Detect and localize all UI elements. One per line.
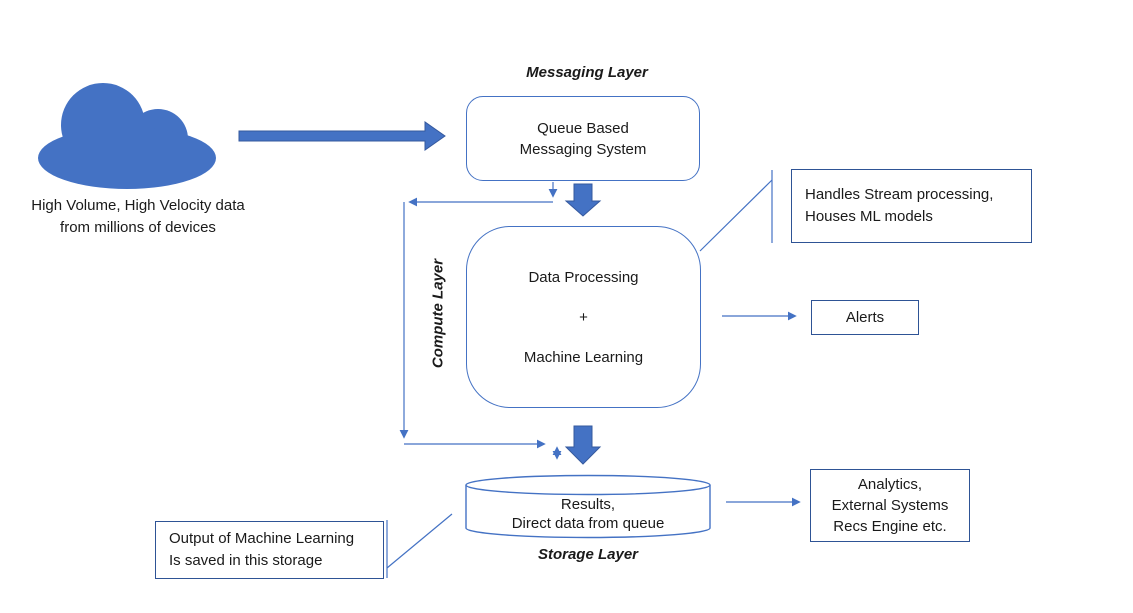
compute-note-leader-lines xyxy=(699,170,773,252)
storage-note-box: Output of Machine Learning Is saved in t… xyxy=(155,521,384,579)
compute-note-line2: Houses ML models xyxy=(805,208,933,225)
storage-note-line2: Is saved in this storage xyxy=(169,552,323,569)
analytics-line1: Analytics, xyxy=(857,476,923,493)
cloud-icon xyxy=(38,83,216,189)
compute-box-line2: Machine Learning xyxy=(523,348,644,366)
flow-arrow-down-messaging-icon xyxy=(564,183,602,217)
storage-line1: Results, xyxy=(560,496,616,513)
compute-layer-label: Compute Layer xyxy=(429,258,447,369)
storage-note-line1: Output of Machine Learning xyxy=(169,530,355,547)
source-caption: High Volume, High Velocity data from mil… xyxy=(18,195,258,239)
storage-note-leader-lines xyxy=(386,513,453,578)
compute-box-plus: + xyxy=(579,308,588,326)
alerts-box: Alerts xyxy=(811,300,919,335)
flow-arrow-right-icon xyxy=(238,121,446,151)
compute-note-line1: Handles Stream processing, xyxy=(805,186,994,203)
storage-layer-label: Storage Layer xyxy=(537,546,639,563)
queue-box-line1: Queue Based xyxy=(537,119,629,137)
queue-box-line2: Messaging System xyxy=(519,140,647,158)
compute-note-box: Handles Stream processing, Houses ML mod… xyxy=(791,169,1032,243)
source-caption-line1: High Volume, High Velocity data xyxy=(31,197,245,214)
analytics-box: Analytics, External Systems Recs Engine … xyxy=(810,469,970,542)
analytics-line3: Recs Engine etc. xyxy=(833,518,947,535)
alerts-label: Alerts xyxy=(845,309,885,326)
analytics-line2: External Systems xyxy=(831,497,949,514)
source-caption-line2: from millions of devices xyxy=(60,219,216,236)
queue-box: Queue Based Messaging System xyxy=(466,96,700,181)
messaging-layer-label: Messaging Layer xyxy=(526,64,648,81)
flow-arrow-down-compute-icon xyxy=(564,425,602,465)
compute-box-line1: Data Processing xyxy=(528,268,639,286)
compute-box: Data Processing + Machine Learning xyxy=(466,226,701,408)
storage-cylinder-caption: Results, Direct data from queue xyxy=(466,495,710,533)
storage-line2: Direct data from queue xyxy=(511,515,665,532)
